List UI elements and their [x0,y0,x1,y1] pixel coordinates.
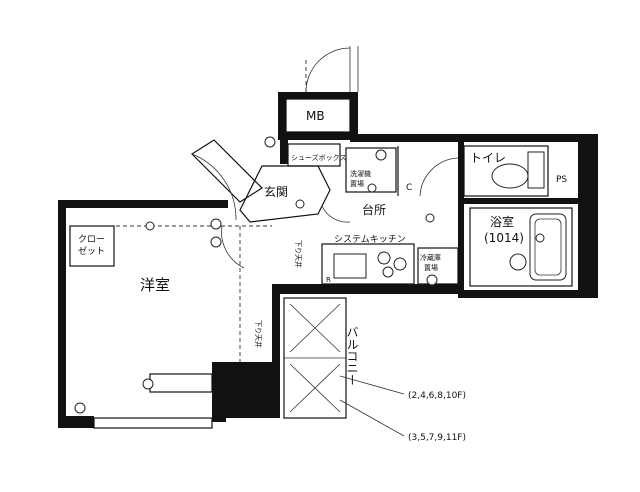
wall-west-bottom [58,416,94,428]
window-sill-2 [149,373,213,393]
wall-center [272,284,280,418]
bath-room [469,207,573,287]
wall-toilet-left [458,142,464,204]
floors-even-label: (2,4,6,8,10F) [408,391,466,401]
wall-mb-right [350,92,358,140]
toilet-label: トイレ [470,151,506,165]
toilet-bowl [491,163,529,189]
wall-mb-top [278,92,358,99]
light-symbol [367,183,377,193]
bath-label: 浴室 [490,214,514,229]
light-symbol [425,213,435,223]
stove-burner-1 [377,251,391,265]
ceiling-drop-2: 下り天井 [294,240,303,268]
wall-mb-bottom [278,132,358,140]
mb-door-arc [305,47,351,93]
light-symbol [535,233,545,243]
closet-label-1: クロー [78,234,105,245]
leader-odd [339,399,405,437]
kitchen-label: 台所 [362,202,386,217]
fridge-area [417,247,459,285]
wall-corner-block [222,362,278,418]
closet-label-2: ゼット [78,245,105,257]
light-symbol [142,378,154,390]
shoes-box-label: シューズボックス [291,153,346,162]
balcony-x-2 [289,363,341,413]
toilet-room [463,145,549,197]
mb-inner [285,98,351,133]
wall-entrance-top [280,140,288,164]
outlet-symbol [426,274,438,286]
wall-east [578,134,598,298]
western-door-arc [221,225,245,269]
toilet-tank [527,151,545,189]
western-room-label: 洋室 [140,276,170,294]
kitchen-sink [333,253,367,279]
wall-west-top [58,200,228,208]
closet [69,225,115,267]
light-symbol [295,199,305,209]
system-kitchen-label: システムキッチン [334,234,406,245]
washer-label-1: 洗濯機 [350,169,371,178]
kitchen-door-arc-2 [321,205,351,223]
c-mark: C [406,183,412,193]
entrance-outline [239,165,331,223]
floors-odd-label: (3,5,7,9,11F) [408,433,466,443]
wall-kitchen-bottom [272,284,462,294]
bath-drain [509,253,527,271]
outlet-symbol [210,236,222,248]
ceiling-drop-1: 下り天井 [254,320,263,348]
entrance-door-arc [191,153,237,221]
stove-burner-2 [393,257,407,271]
wall-bath-bottom [458,290,598,298]
washer-tap [375,149,387,161]
window-sill [93,417,213,429]
mb-label: MB [306,109,325,123]
ps-label: PS [556,175,567,185]
wall-top-right [350,134,598,142]
outlet-symbol [264,136,276,148]
kitchen-door-arc [419,157,459,197]
light-symbol [145,221,155,231]
stove-burner-3 [382,266,394,278]
wall-bath-left [458,204,464,294]
r-mark: R [326,276,331,284]
bathtub [529,213,567,281]
entrance-label: 玄関 [264,184,288,199]
bathtub-inner [534,218,562,276]
balcony-x-1 [289,303,341,353]
balcony-label: バルコニー [345,326,359,386]
bath-size-label: (1014) [484,231,524,245]
outlet-symbol [210,218,222,230]
leader-even [339,375,405,395]
wall-mb-left [278,92,286,140]
fridge-label-2: 置場 [424,263,438,272]
wall-bath-top [458,198,582,204]
outlet-symbol [74,402,86,414]
kitchen-counter [321,243,415,285]
entrance-door-panel [191,139,263,203]
washer-label-2: 置場 [350,179,364,188]
fridge-label-1: 冷蔵庫 [420,253,441,262]
wall-west [58,200,66,428]
